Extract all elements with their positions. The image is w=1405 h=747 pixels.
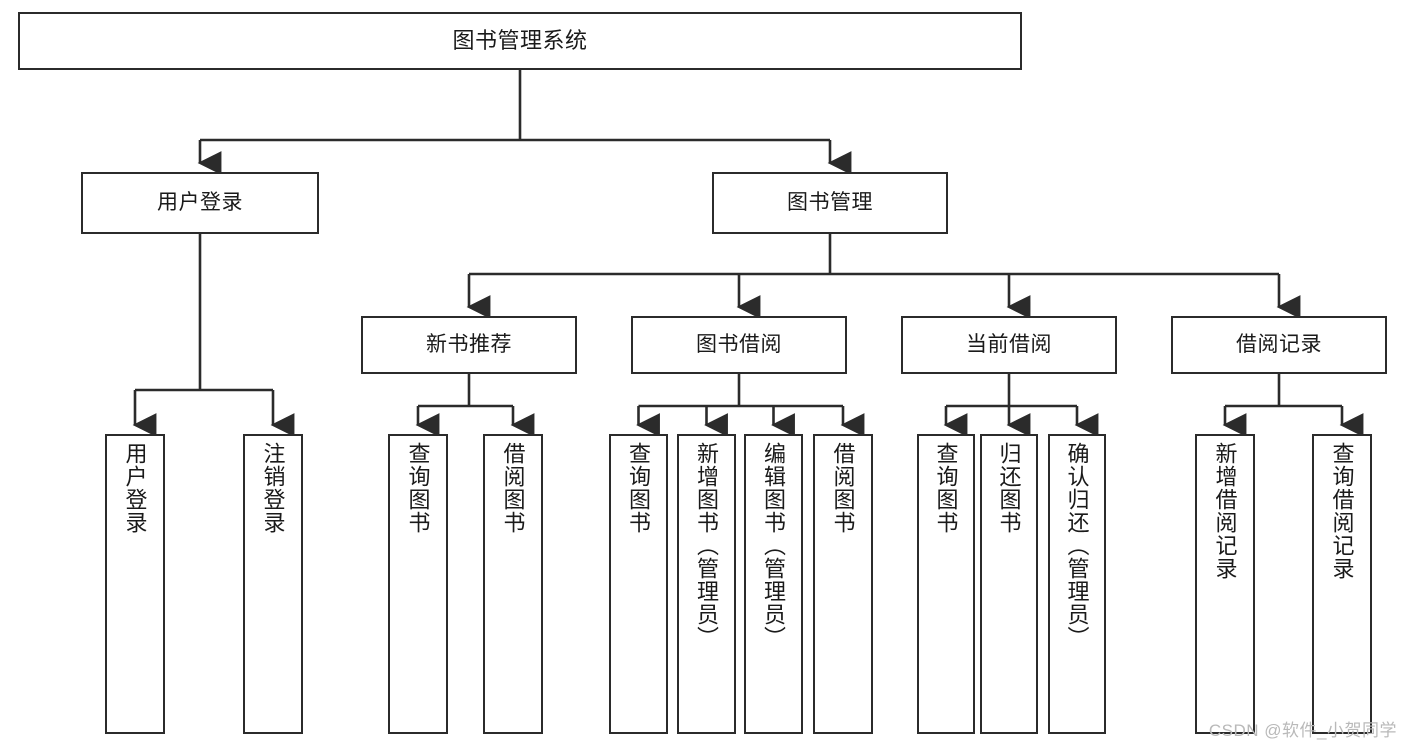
node-label: 图书管理系统 — [452, 28, 588, 54]
node-label: 新增图书（管理员） — [694, 442, 720, 649]
node-leaf-query-book-cur[interactable]: 查询图书 — [917, 434, 975, 734]
watermark: CSDN @软件_小贺同学 — [1208, 721, 1397, 740]
node-borrow-record[interactable]: 借阅记录 — [1171, 316, 1387, 374]
node-label: 归还图书 — [996, 442, 1022, 534]
node-label: 注销登录 — [260, 442, 286, 534]
node-leaf-user-login[interactable]: 用户登录 — [105, 434, 165, 734]
node-leaf-query-book-borrow[interactable]: 查询图书 — [609, 434, 668, 734]
node-label: 借阅图书 — [500, 442, 526, 534]
node-leaf-logout[interactable]: 注销登录 — [243, 434, 303, 734]
node-label: 查询图书 — [933, 442, 959, 534]
node-label: 图书管理 — [787, 190, 873, 214]
node-leaf-return-book[interactable]: 归还图书 — [980, 434, 1038, 734]
node-label: 新书推荐 — [426, 332, 512, 356]
node-current-borrow[interactable]: 当前借阅 — [901, 316, 1117, 374]
node-leaf-borrow-book[interactable]: 借阅图书 — [813, 434, 873, 734]
node-label: 查询图书 — [405, 442, 431, 534]
node-label: 编辑图书（管理员） — [761, 442, 787, 649]
node-label: 新增借阅记录 — [1212, 442, 1238, 580]
node-label: 用户登录 — [157, 190, 243, 214]
node-label: 确认归还（管理员） — [1064, 442, 1090, 649]
node-leaf-query-book-rec[interactable]: 查询图书 — [388, 434, 448, 734]
node-leaf-add-book-admin[interactable]: 新增图书（管理员） — [677, 434, 736, 734]
node-label: 用户登录 — [122, 442, 148, 534]
node-label: 借阅记录 — [1236, 332, 1322, 356]
node-leaf-query-borrow-record[interactable]: 查询借阅记录 — [1312, 434, 1372, 734]
node-book-borrow[interactable]: 图书借阅 — [631, 316, 847, 374]
node-label: 查询图书 — [626, 442, 652, 534]
node-new-book-recommend[interactable]: 新书推荐 — [361, 316, 577, 374]
node-label: 借阅图书 — [830, 442, 856, 534]
node-leaf-confirm-return-admin[interactable]: 确认归还（管理员） — [1048, 434, 1106, 734]
node-leaf-edit-book-admin[interactable]: 编辑图书（管理员） — [744, 434, 803, 734]
node-leaf-add-borrow-record[interactable]: 新增借阅记录 — [1195, 434, 1255, 734]
node-label: 查询借阅记录 — [1329, 442, 1355, 580]
node-book-manage[interactable]: 图书管理 — [712, 172, 948, 234]
node-leaf-borrow-book-rec[interactable]: 借阅图书 — [483, 434, 543, 734]
node-label: 当前借阅 — [966, 332, 1052, 356]
node-label: 图书借阅 — [696, 332, 782, 356]
node-user-login[interactable]: 用户登录 — [81, 172, 319, 234]
node-root[interactable]: 图书管理系统 — [18, 12, 1022, 70]
